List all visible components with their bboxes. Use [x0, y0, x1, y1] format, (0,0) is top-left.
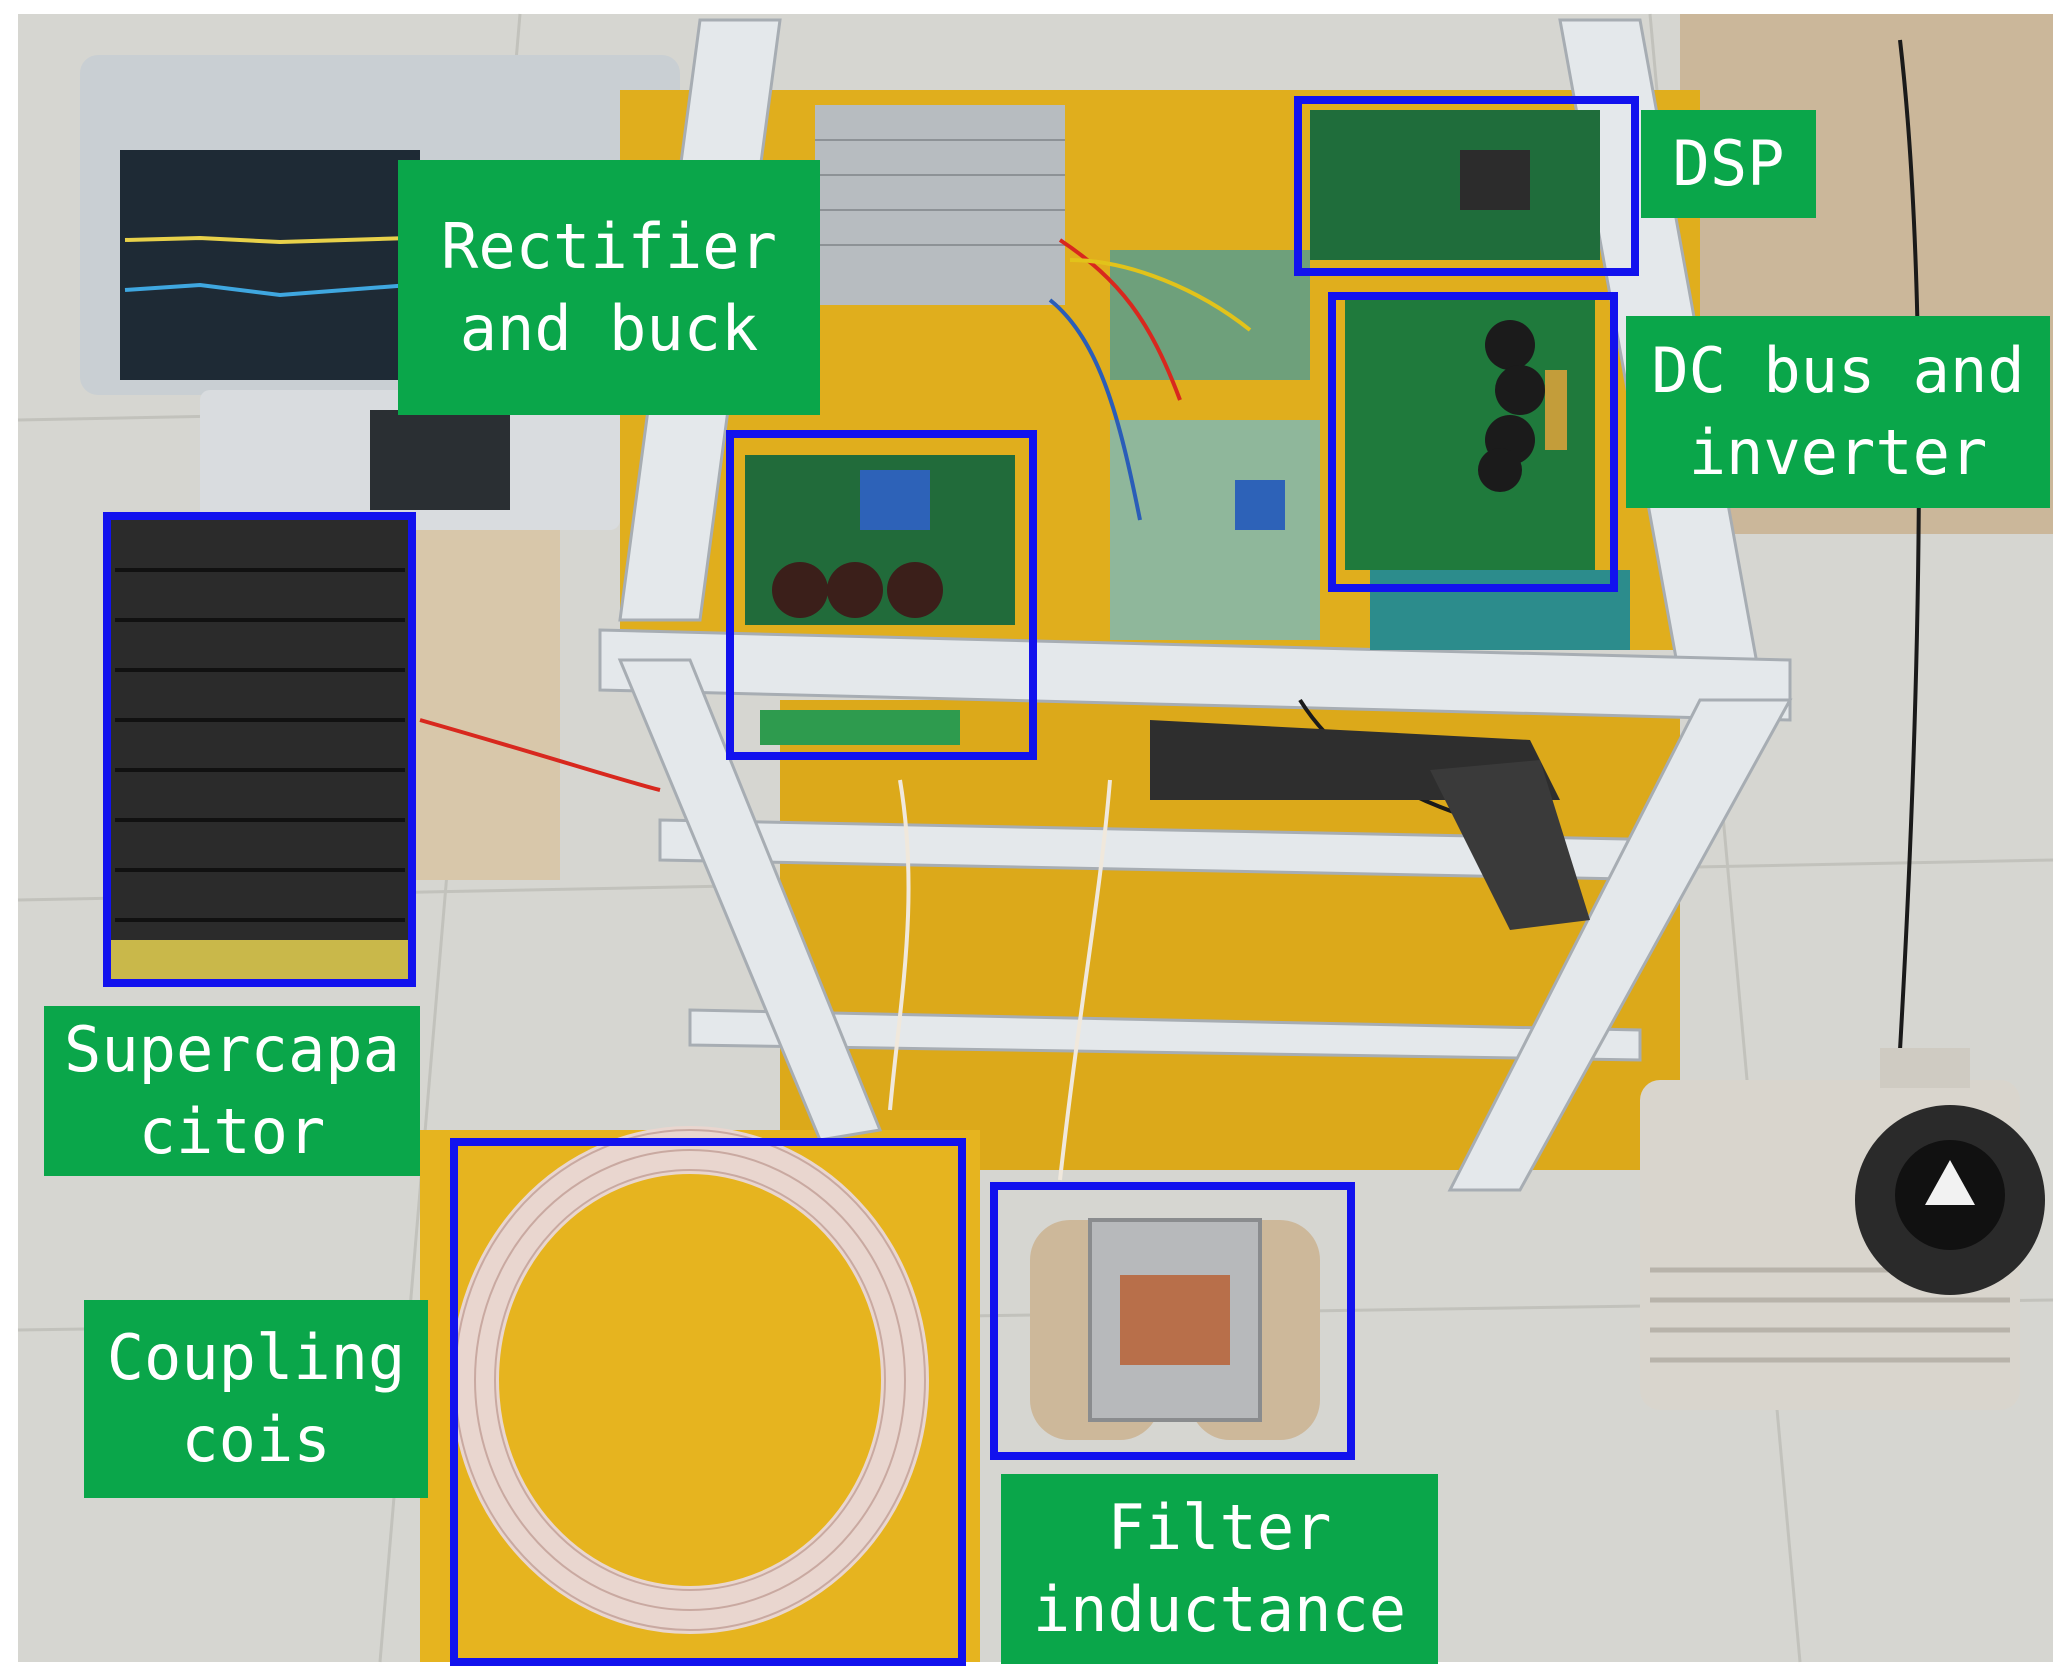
box-filter-inductance [990, 1182, 1355, 1460]
inverter-heatsink [1370, 570, 1630, 650]
box-dsp [1294, 96, 1639, 276]
label-line: DC bus and [1651, 334, 2025, 407]
label-line: Coupling [106, 1321, 406, 1394]
filter-inductor [1030, 1218, 1320, 1440]
label-line: Supercapa [64, 1013, 400, 1086]
box-supercapacitor [103, 512, 416, 987]
variac [1640, 1048, 2045, 1410]
label-line: Filter [1107, 1491, 1332, 1564]
box-coupling-coils [450, 1138, 966, 1666]
label-line: citor [138, 1095, 326, 1168]
box-dc-bus-and-inverter [1328, 292, 1618, 592]
label-supercapacitor: Supercapa citor [44, 1006, 420, 1176]
label-coupling-coils: Coupling cois [84, 1300, 428, 1498]
label-line: cois [181, 1403, 331, 1476]
box-rectifier-and-buck [726, 430, 1037, 760]
label-dsp: DSP [1641, 110, 1816, 218]
supercap-cells [115, 568, 405, 922]
label-line: and buck [459, 291, 759, 365]
sensor-pcb [1110, 420, 1320, 640]
label-line: Rectifier [441, 209, 777, 283]
dsp-pcb [1310, 110, 1600, 260]
power-supply [815, 105, 1065, 305]
supercapacitor-stack [110, 520, 410, 980]
label-line: inverter [1688, 416, 1988, 489]
label-dc-bus-and-inverter: DC bus and inverter [1626, 316, 2050, 508]
label-rectifier-and-buck: Rectifier and buck [398, 160, 820, 415]
oscilloscope-screen [120, 150, 420, 380]
label-filter-inductance: Filter inductance [1001, 1474, 1438, 1664]
label-line: inductance [1032, 1573, 1407, 1646]
label-line: DSP [1672, 127, 1785, 200]
